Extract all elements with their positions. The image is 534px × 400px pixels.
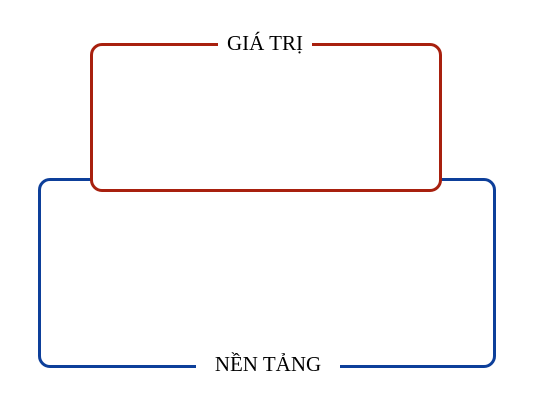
foundation-label: NỀN TẢNG	[196, 352, 340, 376]
values-box	[90, 43, 442, 192]
foundation-box	[38, 178, 496, 368]
values-label: GIÁ TRỊ	[218, 31, 312, 55]
